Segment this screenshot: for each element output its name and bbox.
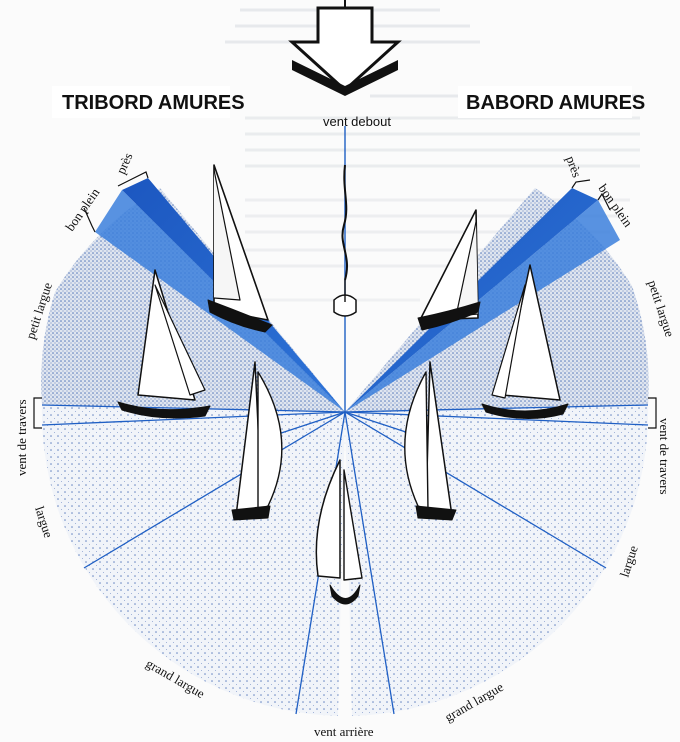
- sailboat-icon: [231, 361, 283, 521]
- label-vent-debout: vent debout: [323, 114, 391, 129]
- label-left-vent-de-travers: vent de travers: [14, 399, 29, 476]
- label-right-petit-largue: petit largue: [645, 278, 677, 339]
- label-right-vent-de-travers: vent de travers: [657, 418, 672, 495]
- left-largue-sector: [41, 405, 346, 716]
- label-right-pres: près: [563, 154, 585, 179]
- boats: [117, 164, 569, 605]
- title-babord-amures: BABORD AMURES: [466, 92, 645, 114]
- sailboat-icon: [315, 459, 363, 605]
- label-leaders: [33, 171, 657, 429]
- right-title-box: [458, 86, 632, 118]
- label-left-bon-plein: bon plein: [62, 185, 103, 234]
- left-petit-largue-sector: [41, 292, 346, 412]
- label-left-pres: près: [113, 150, 136, 176]
- label-right-largue: largue: [617, 543, 641, 579]
- sailboat-icon: [417, 209, 481, 331]
- sailboat-icon: [333, 164, 357, 317]
- right-largue-sector: [345, 405, 649, 716]
- right-bon-plein-wedge: [345, 200, 620, 412]
- label-left-largue: largue: [32, 504, 56, 540]
- sailboat-icon: [207, 164, 273, 333]
- title-tribord-amures: TRIBORD AMURES: [62, 92, 245, 114]
- sailboat-icon: [481, 264, 569, 420]
- sailboat-icon: [117, 269, 211, 419]
- label-vent-arriere: vent arrière: [314, 724, 374, 739]
- wind-arrow-icon: [288, 0, 402, 412]
- left-title-box: [52, 86, 230, 118]
- sailboat-icon: [404, 361, 457, 521]
